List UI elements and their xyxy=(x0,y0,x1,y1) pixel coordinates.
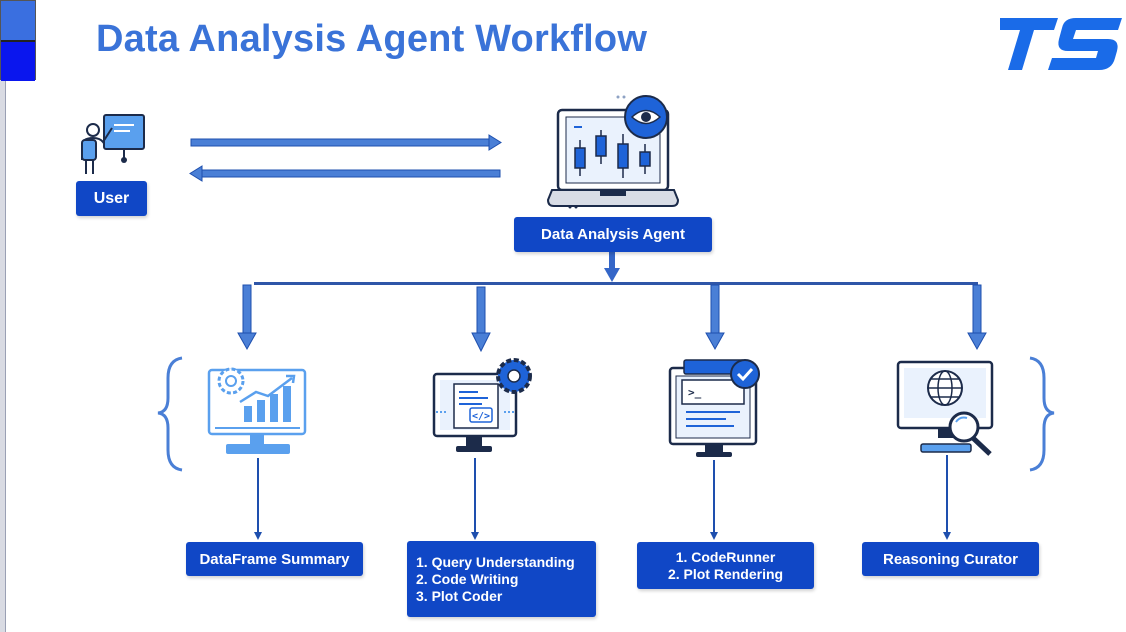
branch-bus-line xyxy=(254,282,978,285)
branch-arrow-1 xyxy=(237,284,257,351)
monitor-code-gear-icon: </> xyxy=(432,358,532,452)
tool-label-line: 1. CodeRunner xyxy=(675,548,776,565)
tool-label-reasoning-curator: Reasoning Curator xyxy=(862,542,1039,576)
svg-text:>_: >_ xyxy=(688,386,702,399)
window-edge xyxy=(0,0,6,632)
agent-label: Data Analysis Agent xyxy=(514,217,712,252)
left-brace xyxy=(157,356,183,472)
ts-logo: TS xyxy=(1000,18,1122,70)
presenter-icon xyxy=(81,114,145,174)
tool-label-line: 1. Query Understanding xyxy=(416,553,575,570)
branch-arrow-3 xyxy=(705,284,725,351)
branch-arrow-2 xyxy=(471,286,491,353)
tool-label-line: 3. Plot Coder xyxy=(416,587,503,604)
tool-label-dataframe-summary: DataFrame Summary xyxy=(186,542,363,576)
tool-label-line: DataFrame Summary xyxy=(199,550,350,568)
tool-label-line: 2. Code Writing xyxy=(416,570,519,587)
user-label: User xyxy=(76,181,147,216)
right-brace xyxy=(1029,356,1055,472)
laptop-eye-icon xyxy=(546,95,680,209)
agent-down-arrow xyxy=(604,252,620,282)
user-to-agent-arrow xyxy=(190,134,502,151)
tool-label-line: 2. Plot Rendering xyxy=(667,565,784,582)
monitor-globe-search-icon xyxy=(896,360,994,456)
page-title: Data Analysis Agent Workflow xyxy=(96,18,648,60)
tool-label-coderunner: 1. CodeRunner 2. Plot Rendering xyxy=(637,542,814,589)
tool-label-line: Reasoning Curator xyxy=(882,550,1018,568)
tool-label-query-coder: 1. Query Understanding 2. Code Writing 3… xyxy=(407,541,596,617)
monitor-terminal-check-icon: >_ xyxy=(668,359,760,457)
monitor-chart-gear-icon xyxy=(207,367,307,454)
slide-thumbnail-tab[interactable] xyxy=(0,0,36,81)
agent-to-user-arrow xyxy=(189,165,501,182)
svg-text:</>: </> xyxy=(472,411,490,422)
branch-arrow-4 xyxy=(967,284,987,351)
